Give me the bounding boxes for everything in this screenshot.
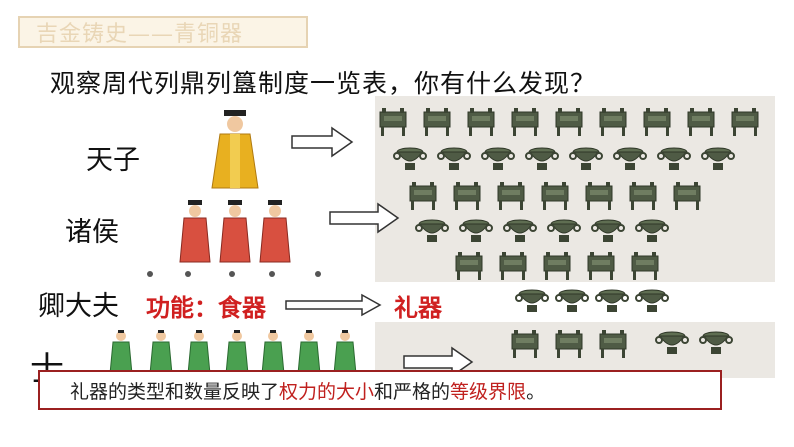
arrow-right-icon: [285, 293, 382, 317]
summary-box: 礼器的类型和数量反映了 权力的大小 和严格的 等级界限 。: [38, 370, 722, 410]
gui-vessel-icon: [459, 219, 493, 243]
ding-vessel-icon: [673, 181, 701, 211]
official-figure-icon: [297, 330, 321, 375]
summary-highlight-rank: 等级界限: [450, 380, 527, 403]
ding-vessel-icon: [599, 107, 627, 137]
gui-vessel-icon: [393, 147, 427, 171]
ding-vessel-icon: [631, 251, 659, 281]
official-figure-icon: [149, 330, 173, 375]
ding-vessel-icon: [599, 329, 627, 359]
rank-qingdafu: 卿大夫: [38, 291, 119, 322]
official-figure-icon: [261, 330, 285, 375]
question-text: 观察周代列鼎列簋制度一览表，你有什么发现？: [50, 69, 597, 98]
official-figures: [109, 330, 357, 375]
function-label: 功能：食器: [146, 293, 266, 322]
arrow-right-icon: [329, 202, 400, 234]
gui-vessel-icon: [595, 289, 629, 313]
section-title: 吉金铸史——青铜器: [36, 22, 244, 47]
ding-vessel-icon: [555, 107, 583, 137]
king-figure-icon: [211, 110, 259, 189]
ding-vessel-icon: [379, 107, 407, 137]
summary-part1: 礼器的类型和数量反映了: [70, 380, 280, 403]
arrow-right-icon: [291, 126, 354, 158]
gui-vessel-icon: [547, 219, 581, 243]
gui-vessel-icon: [635, 289, 669, 313]
gui-vessel-icon: [591, 219, 625, 243]
ding-vessel-icon: [543, 251, 571, 281]
noble-figures: [179, 200, 291, 263]
official-figure-icon: [333, 330, 357, 375]
official-figure-icon: [109, 330, 133, 375]
gui-vessel-icon: [569, 147, 603, 171]
ding-vessel-icon: [687, 107, 715, 137]
gui-vessel-icon: [699, 331, 733, 355]
function-line: 功能：食器 礼器: [140, 288, 448, 322]
summary-part2: 和严格的: [374, 380, 451, 403]
ding-vessel-icon: [467, 107, 495, 137]
ding-vessel-icon: [629, 181, 657, 211]
gui-vessel-icon: [555, 289, 589, 313]
ding-vessel-icon: [587, 251, 615, 281]
ding-vessel-icon: [511, 329, 539, 359]
gui-vessel-icon: [437, 147, 471, 171]
gui-vessel-icon: [701, 147, 735, 171]
gui-vessel-icon: [655, 331, 689, 355]
summary-end: 。: [526, 380, 546, 403]
rank-tianzi: 天子: [86, 145, 140, 176]
gui-vessel-icon: [481, 147, 515, 171]
ding-vessel-icon: [541, 181, 569, 211]
gui-vessel-icon: [525, 147, 559, 171]
ding-vessel-icon: [499, 251, 527, 281]
ding-vessel-icon: [585, 181, 613, 211]
gui-vessel-icon: [515, 289, 549, 313]
ding-vessel-icon: [423, 107, 451, 137]
arrow-right-icon: [403, 346, 474, 378]
function-result: 礼器: [394, 293, 442, 322]
summary-highlight-power: 权力的大小: [279, 380, 375, 403]
ding-vessel-icon: [453, 181, 481, 211]
gui-vessel-icon: [503, 219, 537, 243]
ding-vessel-icon: [643, 107, 671, 137]
rank-zhuhou: 诸侯: [65, 217, 119, 248]
official-figure-icon: [225, 330, 249, 375]
ding-vessel-icon: [409, 181, 437, 211]
ding-vessel-icon: [511, 107, 539, 137]
official-heads: [147, 271, 321, 277]
official-figure-icon: [187, 330, 211, 375]
gui-vessel-icon: [613, 147, 647, 171]
ding-vessel-icon: [455, 251, 483, 281]
ding-vessel-icon: [497, 181, 525, 211]
gui-vessel-icon: [415, 219, 449, 243]
gui-vessel-icon: [635, 219, 669, 243]
ding-vessel-icon: [555, 329, 583, 359]
ding-vessel-icon: [731, 107, 759, 137]
gui-vessel-icon: [657, 147, 691, 171]
section-title-box: 吉金铸史——青铜器: [18, 16, 308, 48]
